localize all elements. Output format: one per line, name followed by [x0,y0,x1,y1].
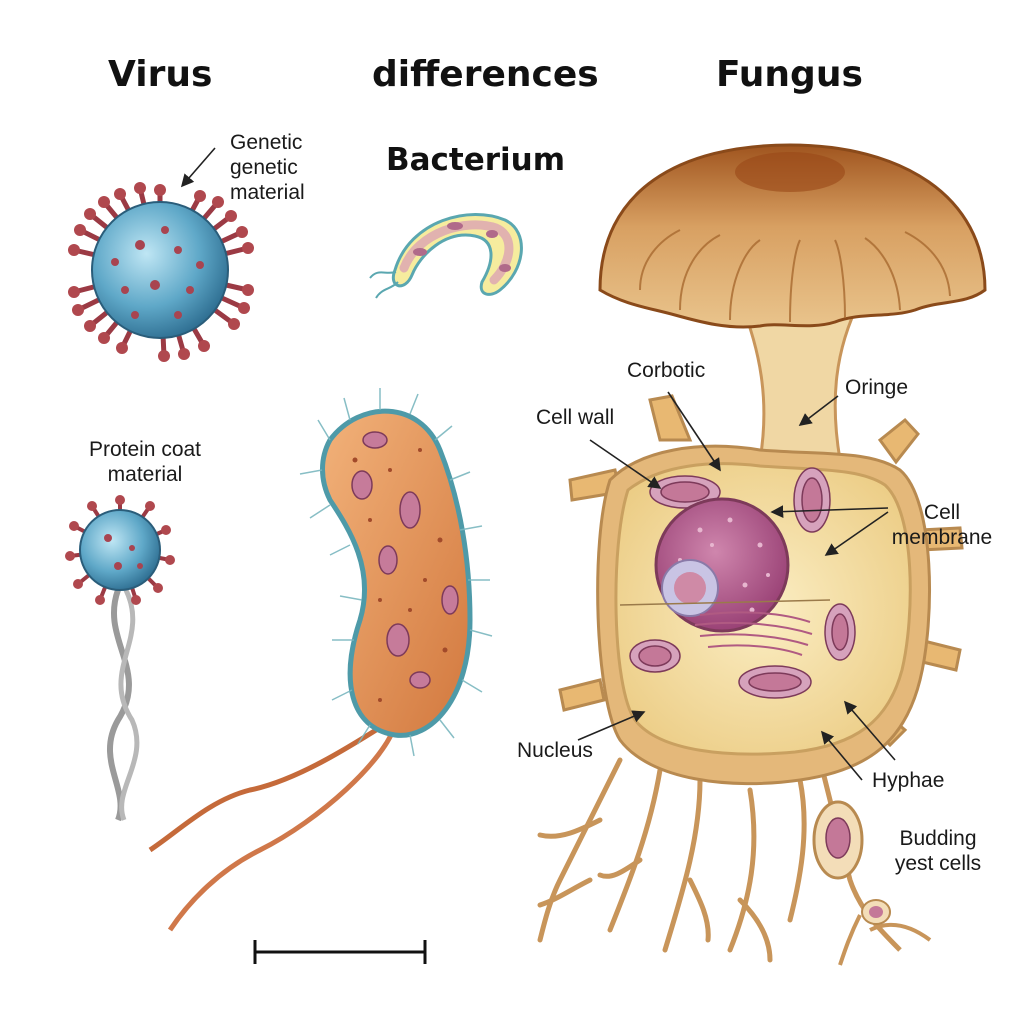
large-bacterium [148,388,493,932]
scale-bar [253,940,427,964]
label-protein-coat: Protein coat material [88,438,202,486]
heading-differences: differences [372,54,599,95]
heading-bacterium: Bacterium [386,142,566,178]
label-budding-yeast: Budding yest cells [894,827,982,875]
label-hyphae: Hyphae [872,769,945,792]
label-genetic-material: Genetic genetic material [230,131,305,204]
label-oringe: Oringe [845,376,909,399]
heading-virus: Virus [108,54,213,95]
fungus [537,143,987,966]
leader-lines [180,147,896,781]
label-cell-membrane: Cell membrane [891,501,993,549]
label-nucleus: Nucleus [517,739,593,762]
label-cell-wall: Cell wall [536,406,615,429]
label-corbotic: Corbotic [627,359,706,382]
heading-fungus: Fungus [716,54,863,95]
small-bacterium [369,212,523,299]
large-virus [68,182,254,362]
small-virus [65,495,175,822]
